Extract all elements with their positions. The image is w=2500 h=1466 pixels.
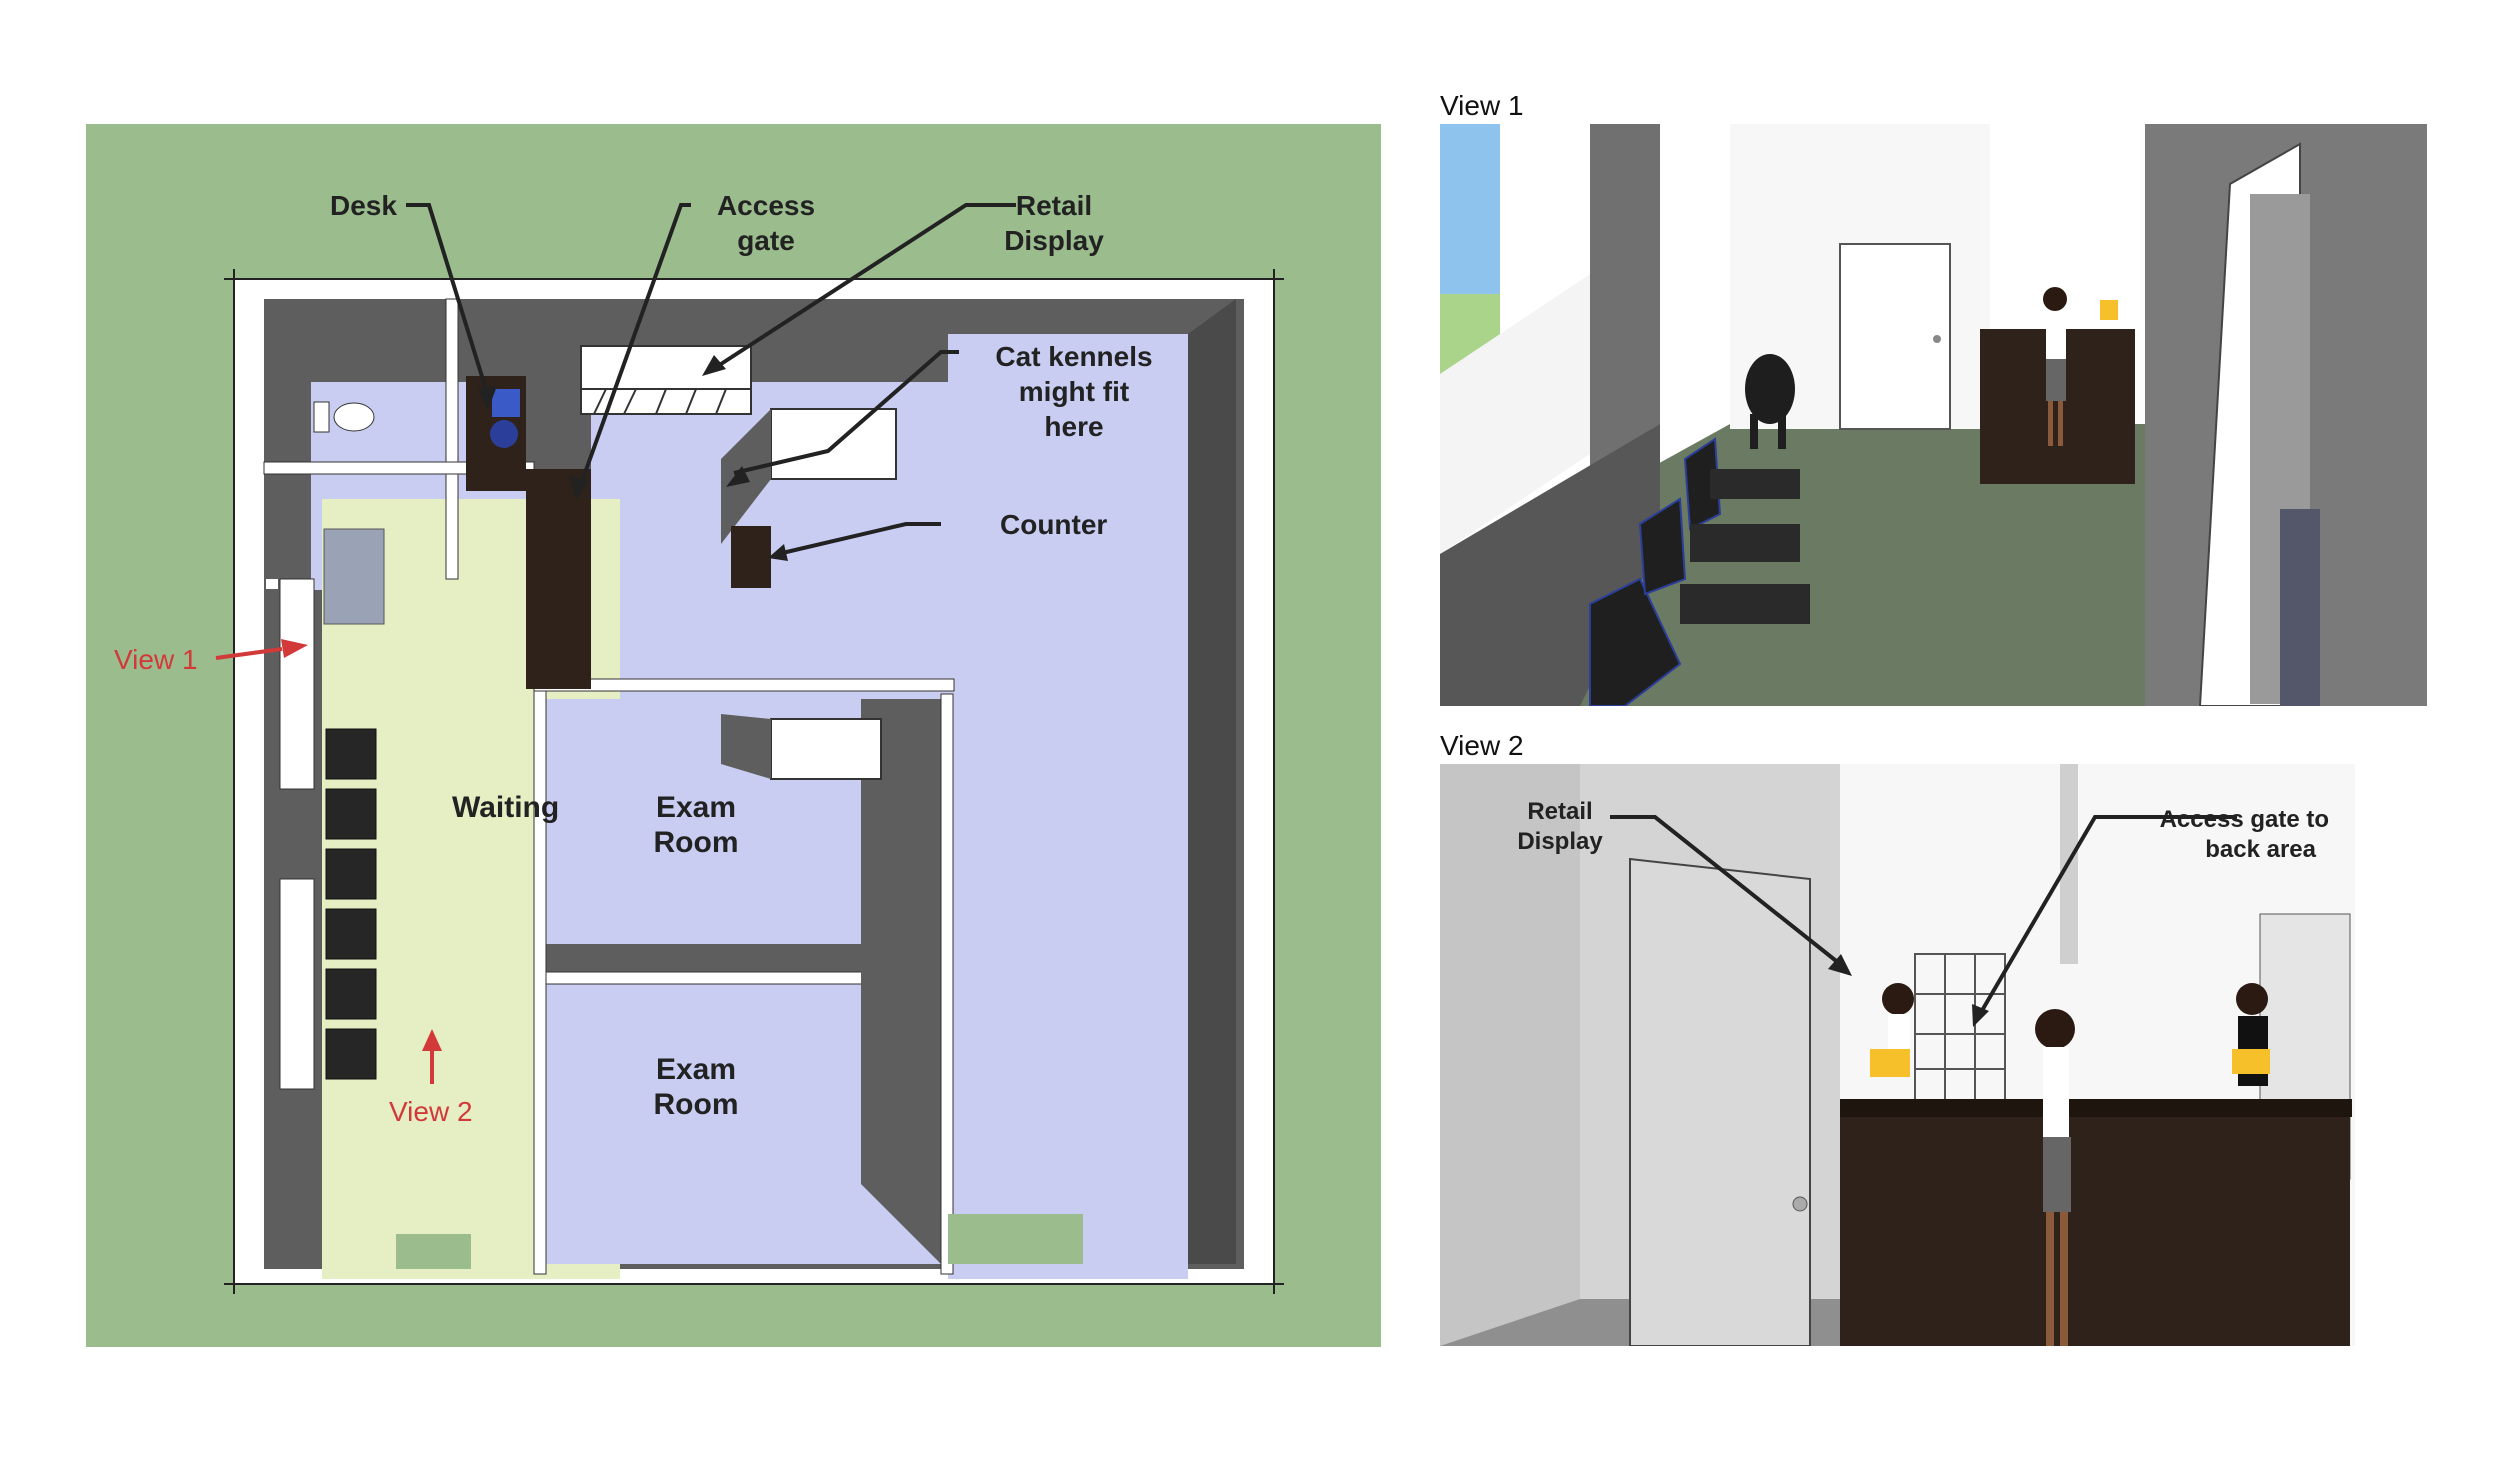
label-access-gate-1: Access — [717, 190, 815, 221]
view1-panel — [1440, 124, 2427, 706]
label-counter: Counter — [1000, 509, 1107, 540]
view1-render — [1440, 124, 2427, 706]
label-cat-kennels-2: might fit — [1019, 376, 1129, 407]
label-exam-room-1b: Room — [654, 826, 739, 859]
view1-marker-label: View 1 — [114, 644, 198, 675]
floor-plan-panel: Desk Access gate Retail Display Cat kenn… — [86, 124, 1381, 1347]
label-retail-display-2: Display — [1004, 225, 1104, 256]
view2-panel: Retail Display Access gate to back area — [1440, 764, 2355, 1346]
view1-title: View 1 — [1440, 90, 1524, 121]
view2-render: Retail Display Access gate to back area — [1440, 764, 2355, 1346]
view2-label-retail-display-2: Display — [1517, 828, 1603, 855]
label-exam-room-1a: Exam — [656, 791, 736, 824]
view2-label-access-gate-1: Access gate to — [2160, 806, 2329, 833]
view2-label-access-gate-2: back area — [2205, 836, 2316, 863]
label-exam-room-2b: Room — [654, 1088, 739, 1121]
label-cat-kennels-3: here — [1044, 411, 1103, 442]
floor-plan-drawing: Desk Access gate Retail Display Cat kenn… — [86, 124, 1381, 1347]
label-access-gate-2: gate — [737, 225, 795, 256]
view2-label-retail-display-1: Retail — [1527, 798, 1592, 825]
leader-lines — [406, 203, 1016, 556]
view2-leader-lines — [1610, 815, 2237, 1016]
view2-marker-label: View 2 — [389, 1096, 473, 1127]
label-desk: Desk — [330, 190, 397, 221]
label-cat-kennels-1: Cat kennels — [995, 341, 1152, 372]
label-retail-display-1: Retail — [1016, 190, 1092, 221]
label-waiting: Waiting — [452, 791, 559, 824]
label-exam-room-2a: Exam — [656, 1053, 736, 1086]
view2-title: View 2 — [1440, 730, 1524, 761]
